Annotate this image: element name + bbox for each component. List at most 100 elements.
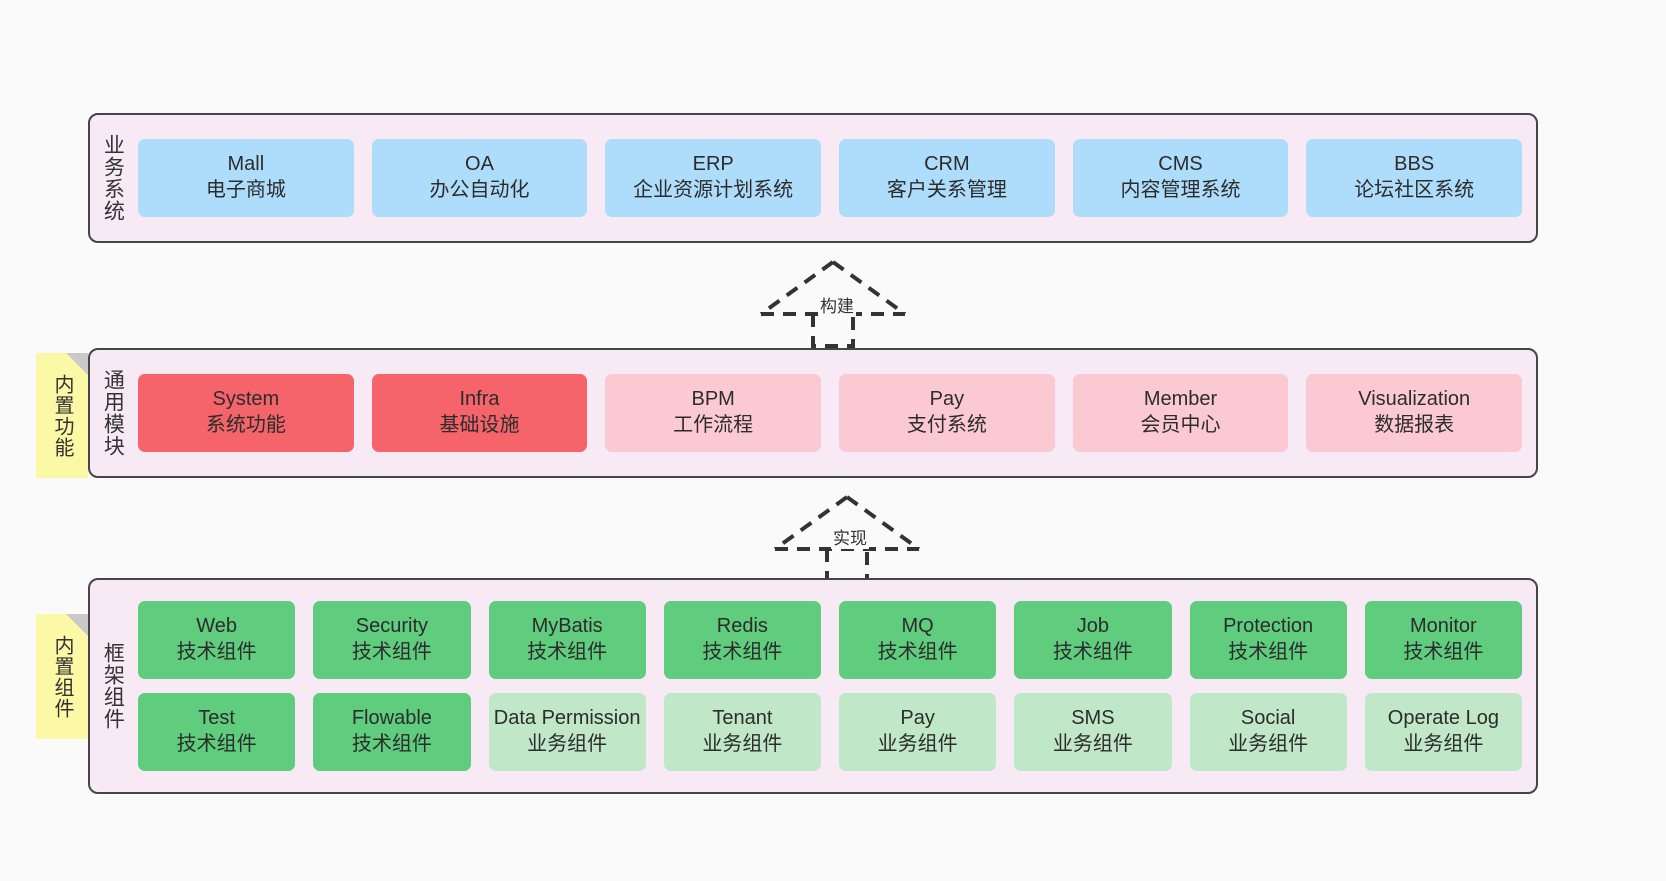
node-name: Social bbox=[1240, 707, 1296, 730]
node-flowable[interactable]: Flowable 技术组件 bbox=[313, 693, 471, 771]
node-redis[interactable]: Redis 技术组件 bbox=[663, 601, 821, 679]
node-name: Redis bbox=[716, 615, 768, 638]
node-desc: 技术组件 bbox=[176, 641, 257, 663]
node-desc: 业务组件 bbox=[527, 733, 608, 755]
node-social[interactable]: Social 业务组件 bbox=[1189, 693, 1347, 771]
layer-row: System 系统功能 Infra 基础设施 BPM 工作流程 Pay 支付系统… bbox=[138, 374, 1523, 452]
node-member[interactable]: Member 会员中心 bbox=[1072, 374, 1289, 452]
layer-body-framework: Web 技术组件 Security 技术组件 MyBatis 技术组件 Redi… bbox=[134, 580, 1536, 792]
layer-body-modules: System 系统功能 Infra 基础设施 BPM 工作流程 Pay 支付系统… bbox=[134, 350, 1536, 476]
node-erp[interactable]: ERP 企业资源计划系统 bbox=[605, 139, 822, 217]
node-job[interactable]: Job 技术组件 bbox=[1014, 601, 1172, 679]
node-desc: 技术组件 bbox=[702, 641, 783, 663]
node-desc: 会员中心 bbox=[1140, 414, 1221, 436]
node-name: Operate Log bbox=[1387, 707, 1499, 730]
node-desc: 技术组件 bbox=[1052, 641, 1133, 663]
note-builtin-components: 内置组件 bbox=[36, 614, 88, 739]
node-tenant[interactable]: Tenant 业务组件 bbox=[663, 693, 821, 771]
node-name: SMS bbox=[1071, 707, 1115, 730]
node-data-permission[interactable]: Data Permission 业务组件 bbox=[488, 693, 646, 771]
node-security[interactable]: Security 技术组件 bbox=[313, 601, 471, 679]
node-name: Pay bbox=[929, 388, 965, 411]
node-name: System bbox=[212, 388, 280, 411]
node-name: Tenant bbox=[712, 707, 773, 730]
node-name: Pay bbox=[900, 707, 935, 730]
node-bpm[interactable]: BPM 工作流程 bbox=[605, 374, 822, 452]
node-desc: 论坛社区系统 bbox=[1354, 179, 1475, 201]
connector-implement-label: 实现 bbox=[831, 524, 869, 549]
node-name: BBS bbox=[1394, 153, 1435, 176]
node-name: Member bbox=[1143, 388, 1218, 411]
node-visualization[interactable]: Visualization 数据报表 bbox=[1306, 374, 1523, 452]
node-name: ERP bbox=[692, 153, 734, 176]
node-desc: 支付系统 bbox=[906, 414, 987, 436]
connector-build-label: 构建 bbox=[818, 292, 856, 317]
node-test[interactable]: Test 技术组件 bbox=[138, 693, 296, 771]
node-name: Visualization bbox=[1358, 388, 1471, 411]
node-name: Monitor bbox=[1410, 615, 1477, 638]
node-operate-log[interactable]: Operate Log 业务组件 bbox=[1364, 693, 1522, 771]
node-infra[interactable]: Infra 基础设施 bbox=[371, 374, 588, 452]
layer-common-modules: 通用模块 System 系统功能 Infra 基础设施 BPM 工作流程 Pay… bbox=[88, 348, 1538, 478]
node-desc: 技术组件 bbox=[351, 733, 432, 755]
node-name: CRM bbox=[924, 153, 970, 176]
node-desc: 数据报表 bbox=[1374, 414, 1455, 436]
node-name: Infra bbox=[459, 388, 500, 411]
node-desc: 内容管理系统 bbox=[1120, 179, 1241, 201]
node-name: Flowable bbox=[351, 707, 432, 730]
node-desc: 业务组件 bbox=[1228, 733, 1309, 755]
node-name: OA bbox=[465, 153, 494, 176]
node-web[interactable]: Web 技术组件 bbox=[138, 601, 296, 679]
note-fold-corner-icon bbox=[66, 614, 88, 636]
layer-row: Mall 电子商城 OA 办公自动化 ERP 企业资源计划系统 CRM 客户关系… bbox=[138, 139, 1523, 217]
note-fold-corner-icon bbox=[66, 353, 88, 375]
node-pay-module[interactable]: Pay 支付系统 bbox=[839, 374, 1055, 452]
node-mq[interactable]: MQ 技术组件 bbox=[839, 601, 997, 679]
node-desc: 电子商城 bbox=[205, 179, 286, 201]
node-crm[interactable]: CRM 客户关系管理 bbox=[839, 139, 1055, 217]
node-sms[interactable]: SMS 业务组件 bbox=[1014, 693, 1172, 771]
node-bbs[interactable]: BBS 论坛社区系统 bbox=[1306, 139, 1523, 217]
node-monitor[interactable]: Monitor 技术组件 bbox=[1364, 601, 1522, 679]
note-label: 内置功能 bbox=[51, 373, 73, 458]
node-protection[interactable]: Protection 技术组件 bbox=[1189, 601, 1347, 679]
layer-title-modules: 通用模块 bbox=[101, 369, 125, 457]
node-desc: 技术组件 bbox=[1403, 641, 1484, 663]
node-mybatis[interactable]: MyBatis 技术组件 bbox=[488, 601, 646, 679]
layer-row: Web 技术组件 Security 技术组件 MyBatis 技术组件 Redi… bbox=[138, 601, 1522, 679]
node-name: Data Permission bbox=[493, 707, 641, 730]
layer-body-business: Mall 电子商城 OA 办公自动化 ERP 企业资源计划系统 CRM 客户关系… bbox=[134, 115, 1536, 241]
node-desc: 客户关系管理 bbox=[886, 179, 1007, 201]
node-pay-component[interactable]: Pay 业务组件 bbox=[839, 693, 997, 771]
node-desc: 业务组件 bbox=[1403, 733, 1484, 755]
node-name: Job bbox=[1076, 615, 1109, 638]
node-name: Web bbox=[196, 615, 237, 638]
node-name: Protection bbox=[1223, 615, 1314, 638]
node-desc: 技术组件 bbox=[1228, 641, 1309, 663]
node-system[interactable]: System 系统功能 bbox=[138, 374, 354, 452]
node-desc: 业务组件 bbox=[702, 733, 783, 755]
note-label: 内置组件 bbox=[51, 634, 73, 719]
node-name: CMS bbox=[1158, 153, 1203, 176]
layer-business-systems: 业务系统 Mall 电子商城 OA 办公自动化 ERP 企业资源计划系统 CRM… bbox=[88, 113, 1538, 243]
layer-title-business: 业务系统 bbox=[101, 134, 125, 222]
node-desc: 技术组件 bbox=[527, 641, 608, 663]
layer-framework-components: 框架组件 Web 技术组件 Security 技术组件 MyBatis 技术组件… bbox=[88, 578, 1538, 794]
layer-row: Test 技术组件 Flowable 技术组件 Data Permission … bbox=[138, 693, 1522, 771]
node-cms[interactable]: CMS 内容管理系统 bbox=[1072, 139, 1289, 217]
node-desc: 业务组件 bbox=[1052, 733, 1133, 755]
node-desc: 系统功能 bbox=[205, 414, 286, 436]
node-name: Mall bbox=[227, 153, 265, 176]
node-desc: 技术组件 bbox=[176, 733, 257, 755]
node-desc: 技术组件 bbox=[877, 641, 958, 663]
node-name: Test bbox=[198, 707, 235, 730]
node-desc: 办公自动化 bbox=[429, 179, 530, 201]
node-desc: 技术组件 bbox=[351, 641, 432, 663]
node-mall[interactable]: Mall 电子商城 bbox=[138, 139, 354, 217]
node-desc: 基础设施 bbox=[439, 414, 520, 436]
node-name: BPM bbox=[691, 388, 735, 411]
node-oa[interactable]: OA 办公自动化 bbox=[371, 139, 588, 217]
node-name: MyBatis bbox=[531, 615, 603, 638]
node-desc: 工作流程 bbox=[673, 414, 754, 436]
